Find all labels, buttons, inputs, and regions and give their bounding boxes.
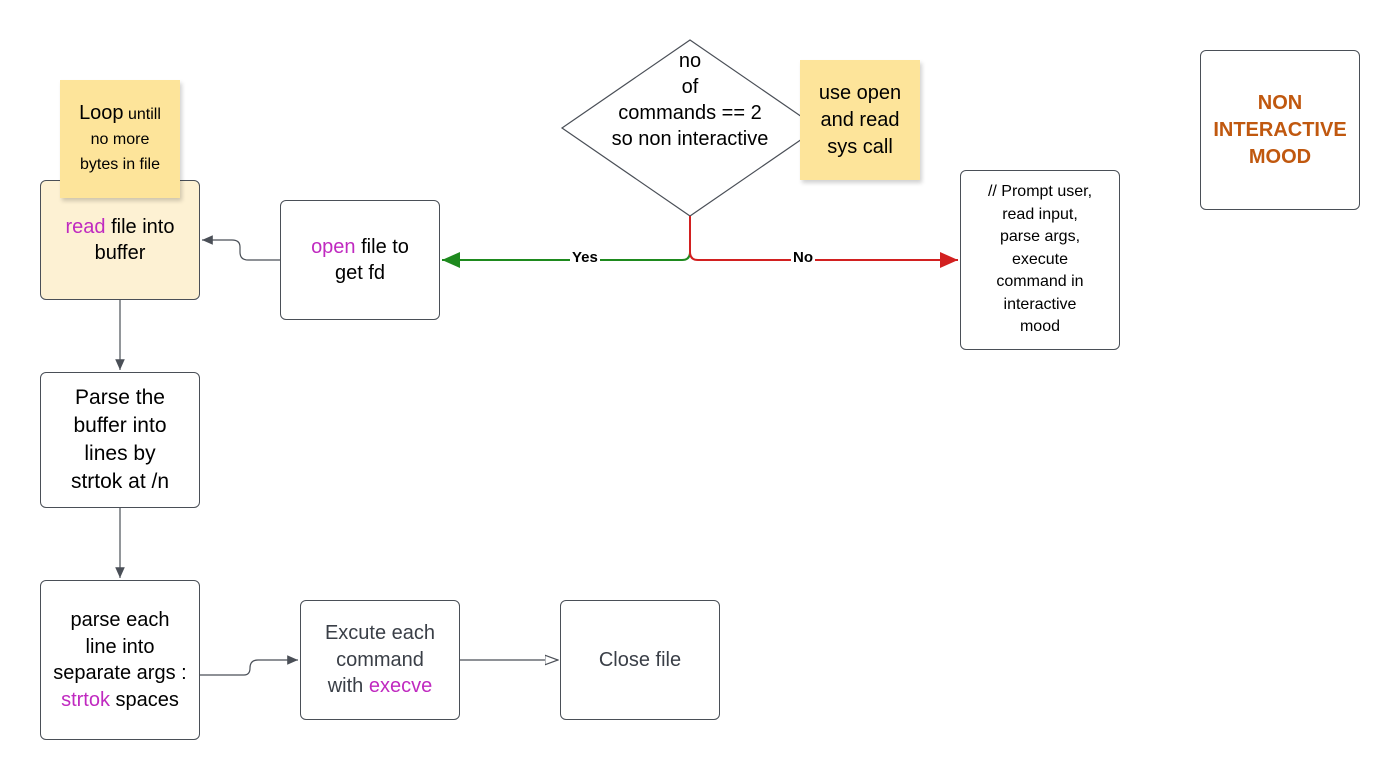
box-text: spaces [109, 688, 179, 711]
decision-line: commands == 2 [618, 102, 762, 124]
keyword-open: open [311, 236, 356, 258]
box-line: strtok at /n [70, 470, 170, 493]
decision-line: of [681, 76, 699, 98]
sticky-note-syscall[interactable]: use open and read sys call [800, 60, 920, 180]
open-to-read-edge [202, 235, 280, 261]
box-text: with [327, 675, 369, 698]
close-file-box[interactable]: Close file [560, 600, 720, 720]
read-file-box[interactable]: read file into buffer [40, 180, 200, 300]
box-line: lines by [84, 442, 156, 465]
box-line: interactive [1003, 295, 1077, 313]
no-label: No [791, 249, 815, 267]
note-emphasis: Loop [79, 102, 124, 124]
title-line: INTERACTIVE [1213, 118, 1347, 141]
note-text: untill [123, 106, 161, 123]
box-line: execute [1011, 250, 1069, 268]
box-text: file to [355, 236, 409, 258]
mode-title-box[interactable]: NON INTERACTIVE MOOD [1200, 50, 1360, 210]
box-line: buffer into [73, 414, 167, 437]
box-line: separate args : [53, 662, 187, 684]
box-text: file into [105, 216, 175, 238]
box-line: buffer [94, 242, 146, 264]
box-line: read input, [1002, 205, 1078, 223]
execute-command-box[interactable]: Excute each command with execve [300, 600, 460, 720]
box-line: get fd [334, 262, 386, 284]
box-line: command [336, 648, 424, 671]
interactive-mode-box[interactable]: // Prompt user, read input, parse args, … [960, 170, 1120, 350]
args-to-execute-edge [200, 655, 298, 676]
note-line: and read [820, 108, 900, 131]
box-line: line into [85, 635, 155, 658]
open-file-box[interactable]: open file to get fd [280, 200, 440, 320]
box-line: Parse the [75, 386, 165, 409]
keyword-execve: execve [368, 675, 433, 698]
title-line: NON [1257, 91, 1303, 114]
note-line: no more [90, 131, 150, 148]
box-line: Close file [598, 648, 682, 671]
box-line: command in [996, 273, 1084, 291]
box-line: parse each [70, 609, 170, 631]
keyword-read: read [65, 216, 106, 238]
parse-args-box[interactable]: parse each line into separate args : str… [40, 580, 200, 740]
sticky-note-loop[interactable]: Loop untill no more bytes in file [60, 80, 180, 198]
parse-lines-box[interactable]: Parse the buffer into lines by strtok at… [40, 372, 200, 508]
decision-line: no [678, 50, 702, 72]
decision-line: so non interactive [611, 128, 769, 150]
box-line: // Prompt user, [987, 183, 1093, 201]
no-edge [689, 216, 958, 268]
box-line: parse args, [999, 228, 1081, 246]
decision-label: no of commands == 2 so non interactive [590, 48, 790, 152]
note-line: bytes in file [79, 156, 161, 173]
yes-edge [442, 216, 691, 268]
note-line: sys call [827, 135, 893, 158]
note-line: use open [818, 81, 902, 104]
box-line: Excute each [324, 622, 436, 645]
keyword-strtok: strtok [61, 688, 110, 711]
box-line: mood [1019, 318, 1060, 336]
title-line: MOOD [1248, 145, 1312, 168]
yes-label: Yes [570, 249, 600, 267]
